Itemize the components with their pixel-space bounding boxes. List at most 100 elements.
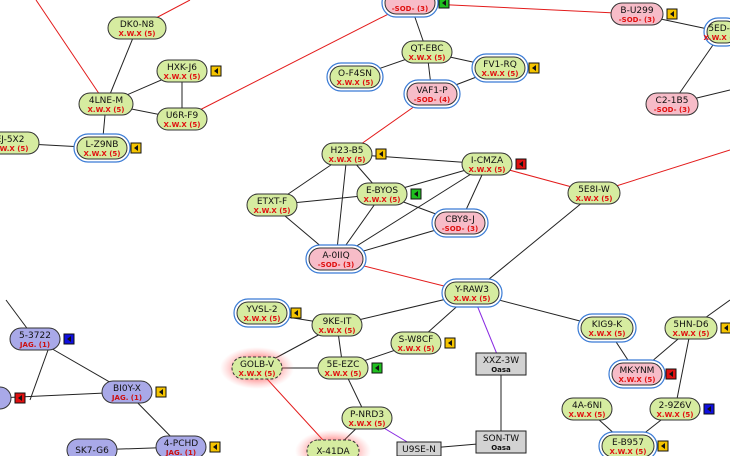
node-sub: X.W.X (5) [244, 315, 281, 323]
node-name: QT-EBC [411, 44, 444, 54]
box-sub: Oasa [491, 444, 511, 452]
box-body [475, 430, 527, 454]
node-sub: -SOD- (3) [654, 106, 690, 114]
node-body [317, 356, 369, 380]
node-body [434, 211, 486, 235]
system-node-9ke[interactable]: 9KE-ITX.W.X (5) [311, 313, 363, 337]
node-name: 4-PCHD [164, 439, 198, 449]
system-node-c21[interactable]: C2-1B5-SOD- (3) [645, 92, 699, 116]
arrow-left-icon [442, 0, 446, 6]
node-sub: X.W.X (5) [239, 370, 276, 378]
connection-line [335, 153, 348, 260]
system-node-x41[interactable]: X-41DA [295, 430, 371, 456]
node-body [155, 435, 207, 456]
system-node-5ed[interactable]: 5ED-4X.W.X (5) [703, 17, 730, 47]
node-body [236, 301, 288, 325]
node-sub: X.W.X (5) [409, 54, 446, 62]
arrow-left-icon [213, 444, 217, 450]
node-sub: X.W.X (5) [364, 196, 401, 204]
node-sub: X.W.X (5) [398, 345, 435, 353]
system-node-ej5[interactable]: EJ-5X2X.W.X (5) [0, 131, 40, 155]
node-name: H23-B5 [330, 146, 363, 156]
node-name: B-U299 [620, 6, 653, 16]
node-body [567, 181, 621, 205]
system-node-u6r[interactable]: U6R-F9X.W.X (5) [156, 107, 208, 131]
system-node-glb[interactable]: GOLB-VX.W.X (5) [220, 347, 294, 389]
node-body [231, 356, 283, 380]
node-sub: JAG. (1) [19, 341, 50, 349]
node-body [0, 131, 40, 155]
connection-line [335, 163, 488, 260]
node-name: ETXT-F [257, 197, 287, 207]
node-sub: X.W.X (5) [576, 195, 613, 203]
system-node-dl[interactable]: D [0, 386, 26, 410]
node-body [561, 397, 613, 421]
node-body [107, 16, 167, 40]
node-name: L-Z9NB [86, 140, 119, 150]
node-name: GOLB-V [240, 360, 275, 370]
node-body [321, 142, 373, 166]
node-sub: X.W.X (5) [657, 411, 694, 419]
node-name: VAF1-P [416, 86, 448, 96]
system-node-h23[interactable]: H23-B5X.W.X (5) [321, 142, 387, 166]
system-node-5e8[interactable]: 5E8I-WX.W.X (5) [567, 181, 621, 205]
node-sub: X.W.X (5) [319, 327, 356, 335]
node-body [101, 380, 153, 404]
node-sub: X.W.X (5) [119, 30, 156, 38]
node-body [610, 2, 664, 26]
system-node-cby[interactable]: CBY8-J-SOD- (3) [431, 208, 489, 238]
node-name: E-B957 [612, 438, 644, 448]
node-body [390, 331, 442, 355]
system-node-yvs[interactable]: YVSL-2X.W.X (5) [233, 298, 302, 328]
station-box-u9s[interactable]: U9SE-N [396, 441, 442, 456]
node-sub: X.W.X (5) [673, 330, 710, 338]
system-node-a0i[interactable]: A-0IIQ-SOD- (3) [305, 244, 367, 274]
arrow-left-icon [134, 145, 138, 151]
node-body [156, 59, 208, 83]
box-name: U9SE-N [402, 445, 436, 455]
system-node-hxk[interactable]: HXK-J6X.W.X (5) [156, 59, 222, 83]
system-node-4lne[interactable]: 4LNE-MX.W.X (5) [78, 92, 134, 116]
system-node-sk7[interactable]: SK7-G6 [66, 438, 118, 456]
system-node-fv1[interactable]: FV1-RQX.W.X (5) [471, 53, 540, 83]
connection-line [181, 2, 411, 120]
system-node-vaf[interactable]: VAF1-P-SOD- (4) [403, 79, 461, 109]
node-body [474, 56, 526, 80]
system-node-bu2[interactable]: B-U299-SOD- (3) [610, 2, 678, 26]
system-node-dk0[interactable]: DK0-N8X.W.X (5) [107, 16, 167, 40]
node-name: S-W8CF [399, 335, 434, 345]
node-sub: X.W.X (5) [164, 73, 201, 81]
node-body [601, 434, 655, 456]
system-node-kig[interactable]: KIG9-KX.W.X (5) [577, 313, 637, 343]
box-name: SON-TW [483, 434, 519, 444]
system-node-5hn[interactable]: 5HN-D6X.W.X (5) [664, 316, 730, 340]
arrow-left-icon [18, 395, 22, 401]
arrow-left-icon [669, 371, 673, 377]
node-body [9, 327, 61, 351]
connection-line [674, 327, 692, 410]
system-node-top[interactable]: -SOD- (3) [381, 0, 450, 18]
node-name: MK-YNM [620, 366, 655, 376]
system-node-etx[interactable]: ETXT-FX.W.X (5) [246, 193, 298, 217]
node-name: E-BYOS [366, 186, 398, 196]
node-name: X-41DA [316, 447, 350, 456]
node-sub: X.W.X (5) [482, 70, 519, 78]
